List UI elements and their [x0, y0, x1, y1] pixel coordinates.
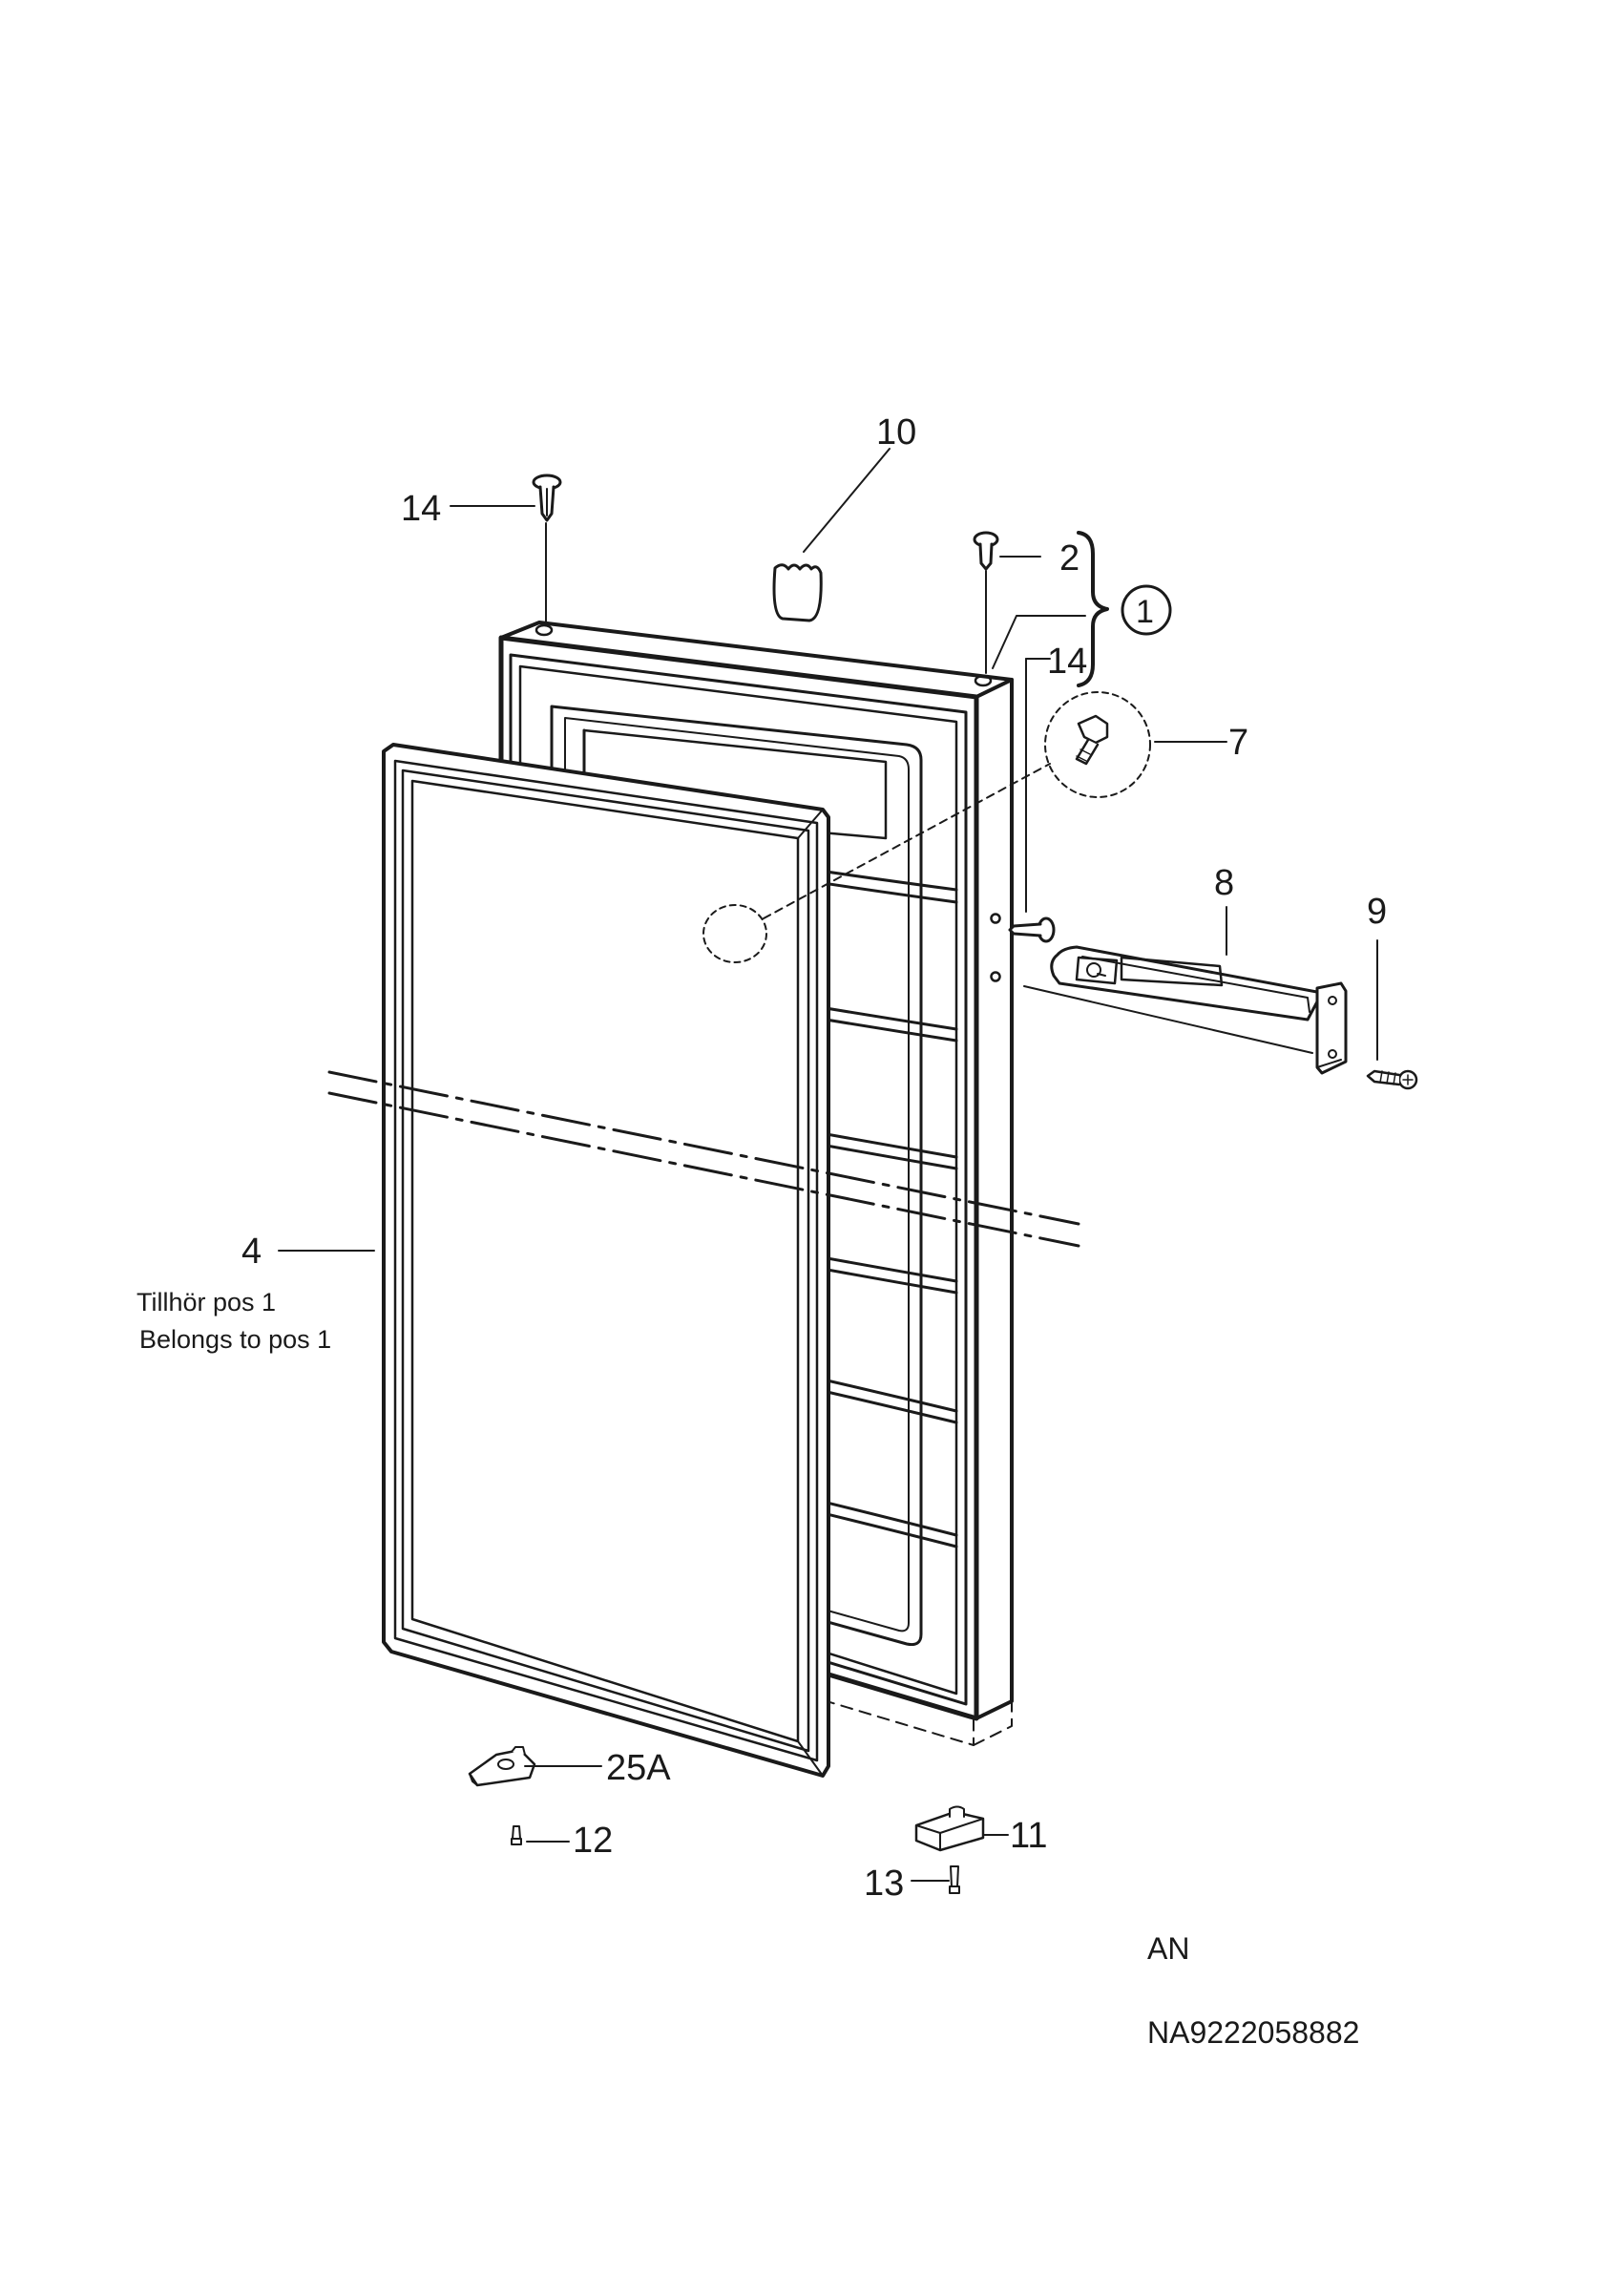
- callout-11: 11: [1010, 1816, 1047, 1856]
- callout-1: 1: [1136, 594, 1154, 630]
- screw-part-12: [511, 1825, 522, 1845]
- hinge-pin-top-part: [532, 474, 562, 522]
- bracket-part-11: [914, 1805, 985, 1852]
- door-handle-part: [1050, 945, 1348, 1075]
- assembly-circle-1: [1121, 584, 1172, 636]
- callout-2: 2: [1059, 538, 1079, 579]
- callout-25a: 25A: [606, 1748, 671, 1788]
- drawing-number: NA9222058882: [1147, 2015, 1359, 2050]
- note-swedish: Tillhör pos 1: [136, 1288, 276, 1317]
- break-lines: [327, 1070, 1080, 1248]
- detail-circle-part-7: [702, 691, 1151, 963]
- note-english: Belongs to pos 1: [139, 1325, 331, 1354]
- pin-part-14-side: [1008, 916, 1056, 943]
- model-code: AN: [1147, 1931, 1189, 1966]
- callout-8: 8: [1214, 863, 1234, 903]
- bracket-part-25a: [468, 1746, 536, 1787]
- callout-7: 7: [1228, 723, 1248, 763]
- screw-part-9: [1366, 1069, 1418, 1090]
- door-gasket: [382, 743, 830, 1778]
- assembly-brace: [1077, 531, 1109, 687]
- cover-cap-part: [772, 563, 823, 622]
- callout-14-side: 14: [1047, 642, 1087, 682]
- screw-part-13: [949, 1865, 960, 1894]
- callout-4: 4: [241, 1232, 262, 1272]
- pin-part-2: [973, 531, 999, 571]
- callout-14-top: 14: [401, 489, 441, 529]
- leader-lines: [278, 448, 1378, 1882]
- callout-13: 13: [864, 1864, 904, 1904]
- callout-12: 12: [573, 1821, 613, 1861]
- callout-9: 9: [1367, 892, 1387, 932]
- callout-10: 10: [876, 412, 916, 453]
